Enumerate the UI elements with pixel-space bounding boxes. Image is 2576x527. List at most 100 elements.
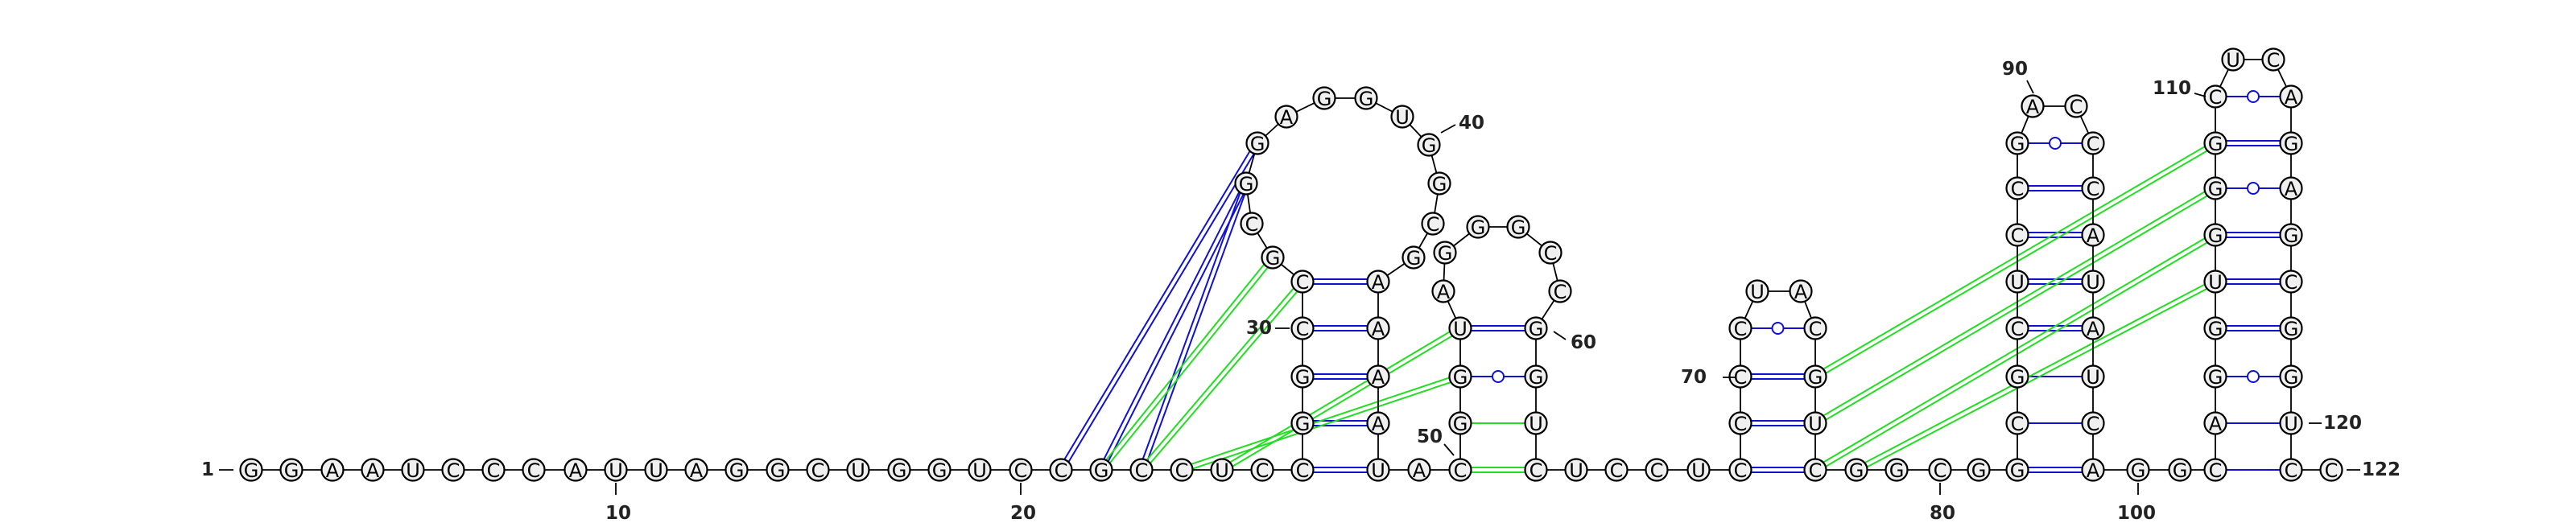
nucleotide-circle xyxy=(927,458,952,482)
nucleotide-letter: C xyxy=(1809,318,1823,340)
nucleotide: A xyxy=(2279,84,2303,109)
nucleotide-circle xyxy=(968,458,992,482)
nucleotide-circle xyxy=(2081,411,2105,435)
nucleotide-letter: G xyxy=(2208,224,2223,247)
base-pair xyxy=(1180,373,1460,469)
nucleotide: G xyxy=(1448,411,1472,435)
nucleotide: G xyxy=(2168,458,2192,482)
nucleotide-letter: C xyxy=(1256,459,1269,482)
base-pair xyxy=(1098,255,1272,469)
nucleotide: G xyxy=(1885,458,1909,482)
nucleotide-letter: G xyxy=(770,459,786,482)
nucleotide-letter: U xyxy=(1691,459,1706,482)
nucleotide-letter: C xyxy=(2285,459,2298,482)
nucleotide-circle xyxy=(320,458,345,482)
nucleotide-circle xyxy=(1728,316,1752,340)
nucleotide-circle xyxy=(1885,458,1909,482)
nucleotide-circle xyxy=(1506,215,1530,239)
nucleotide-letter: A xyxy=(2285,178,2298,200)
nucleotide: C xyxy=(1728,316,1752,340)
nucleotide-circle xyxy=(279,458,303,482)
nucleotide: G xyxy=(2005,458,2029,482)
nucleotide-circle xyxy=(2279,223,2303,247)
nucleotide-letter: G xyxy=(1265,247,1281,270)
nucleotide-circle xyxy=(1240,212,1264,236)
nucleotide-letter: G xyxy=(2284,366,2299,389)
nucleotide-circle xyxy=(1745,279,1769,303)
nucleotide-circle xyxy=(2203,411,2227,435)
nucleotide: U xyxy=(2279,411,2303,435)
base-pair xyxy=(1102,258,1276,472)
nucleotide-circle xyxy=(2005,270,2029,294)
nucleotide-letter: G xyxy=(1295,413,1311,435)
nucleotide: C xyxy=(522,458,546,482)
nucleotide: A xyxy=(1431,279,1455,303)
nucleotide: C xyxy=(1928,458,1952,482)
nucleotide-letter: U xyxy=(1808,413,1823,435)
nucleotide-letter: G xyxy=(1250,133,1265,155)
nucleotide-letter: C xyxy=(447,459,460,482)
nucleotide-letter: G xyxy=(284,459,299,482)
nucleotide: C xyxy=(2005,316,2029,340)
nucleotide-letter: G xyxy=(1511,216,1526,239)
nucleotide: A xyxy=(1274,105,1298,129)
nucleotide: C xyxy=(806,458,830,482)
nucleotide-letter: C xyxy=(2087,133,2100,155)
nucleotide-letter: C xyxy=(2011,224,2025,247)
nucleotide-circle xyxy=(2261,47,2285,72)
nucleotide: U xyxy=(2221,47,2245,72)
nucleotide-letter: U xyxy=(1215,459,1229,482)
nucleotide: C xyxy=(1548,279,1572,303)
nucleotide-letter: C xyxy=(1610,459,1624,482)
nucleotide: G xyxy=(2203,364,2227,389)
nucleotide-letter: A xyxy=(1372,413,1385,435)
nucleotide-circle xyxy=(1844,458,1868,482)
nucleotide-letter: G xyxy=(2131,459,2146,482)
nucleotide-letter: U xyxy=(2010,271,2025,294)
nucleotide: U xyxy=(846,458,870,482)
nucleotide: A xyxy=(2081,316,2105,340)
nucleotide-letter: G xyxy=(2010,133,2025,155)
nucleotide: A xyxy=(2021,94,2045,118)
label-40: 40 xyxy=(1459,113,1484,134)
base-pair xyxy=(1062,144,1261,472)
nucleotide-circle xyxy=(1524,411,1548,435)
nucleotide-letter: A xyxy=(690,459,704,482)
nucleotide-letter: G xyxy=(1438,242,1453,265)
nucleotide-letter: A xyxy=(2285,86,2298,109)
nucleotide-circle xyxy=(2081,458,2105,482)
nucleotide-letter: G xyxy=(2284,224,2299,247)
nucleotide-circle xyxy=(2319,458,2343,482)
nucleotide-letter: A xyxy=(2087,459,2100,482)
nucleotide-circle xyxy=(1170,458,1194,482)
label-70: 70 xyxy=(1681,367,1707,388)
nucleotide-circle xyxy=(2005,176,2029,200)
nucleotide-letter: U xyxy=(1750,281,1765,303)
nucleotide: U xyxy=(1366,458,1390,482)
nucleotide: C xyxy=(1604,458,1629,482)
nucleotide-letter: C xyxy=(1734,318,1748,340)
base-pair xyxy=(1098,182,1245,470)
nucleotide-circle xyxy=(2203,223,2227,247)
nucleotide: C xyxy=(2081,411,2105,435)
nucleotide: G xyxy=(1524,364,1548,389)
nucleotide: G xyxy=(239,458,263,482)
nucleotide-circle xyxy=(1967,458,1991,482)
nucleotide-circle xyxy=(1210,458,1234,482)
nucleotide-letter: G xyxy=(2284,133,2299,155)
label-10: 10 xyxy=(605,503,631,524)
nucleotide-circle xyxy=(1524,458,1548,482)
nucleotide: A xyxy=(1366,364,1390,389)
nucleotide-circle xyxy=(564,458,588,482)
nucleotide-circle xyxy=(2081,316,2105,340)
tick-90 xyxy=(2026,80,2034,94)
nucleotide: G xyxy=(724,458,749,482)
nucleotide: G xyxy=(2279,131,2303,155)
nucleotide: C xyxy=(2319,458,2343,482)
nucleotide: C xyxy=(2203,84,2227,109)
nucleotide-circle xyxy=(1524,364,1548,389)
nucleotide: G xyxy=(1448,364,1472,389)
nucleotide-circle xyxy=(724,458,749,482)
nucleotide-circle xyxy=(2005,223,2029,247)
nucleotide-circle xyxy=(1089,458,1113,482)
